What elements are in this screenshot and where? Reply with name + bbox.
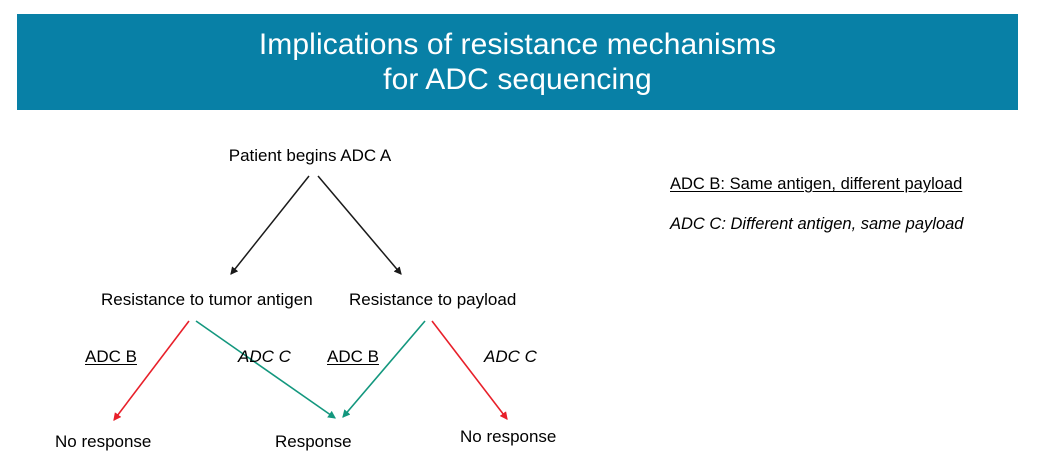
legend-item-adc-b: ADC B: Same antigen, different payload	[670, 175, 963, 193]
arrow-root-to-antigen	[230, 175, 310, 275]
edge-label-adc-c-left: ADC C	[238, 347, 291, 366]
arrow-antigen-adcc-response	[195, 320, 336, 419]
outcome-response-middle: Response	[275, 432, 352, 451]
page-title: Implications of resistance mechanisms fo…	[258, 28, 777, 96]
edge-label-adc-b-right: ADC B	[327, 347, 379, 366]
arrow-root-to-payload	[317, 175, 402, 275]
edge-label-adc-c-right: ADC C	[484, 347, 537, 366]
title-banner: Implications of resistance mechanisms fo…	[17, 14, 1018, 110]
legend: ADC B: Same antigen, different payload A…	[670, 174, 1020, 234]
edge-label-adc-b-left: ADC B	[85, 347, 137, 366]
node-resistance-tumor-antigen: Resistance to tumor antigen	[101, 290, 313, 309]
outcome-no-response-right: No response	[460, 427, 557, 446]
arrow-payload-adcc-no-response	[431, 320, 508, 420]
arrow-payload-adcb-response	[342, 320, 426, 418]
legend-item-adc-c: ADC C: Different antigen, same payload	[670, 215, 964, 233]
node-patient-begins-adc-a: Patient begins ADC A	[228, 146, 392, 165]
arrow-antigen-adcb-no-response	[113, 320, 190, 421]
outcome-no-response-left: No response	[55, 432, 152, 451]
node-resistance-payload: Resistance to payload	[349, 290, 517, 309]
